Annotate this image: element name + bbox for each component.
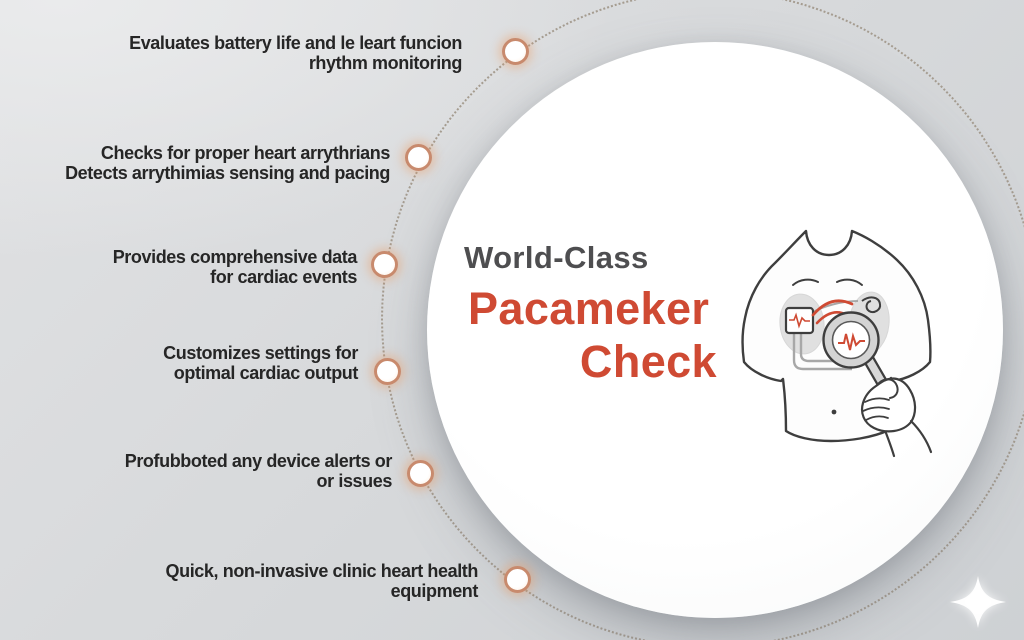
feature-text-line: Quick, non-invasive clinic heart health bbox=[165, 561, 479, 581]
feature-text-line: rhythm monitoring bbox=[308, 53, 463, 73]
feature-text-line: equipment bbox=[390, 581, 479, 601]
feature-heart-check: Checks for proper heart arrythrians Dete… bbox=[65, 143, 390, 183]
magnifier-lens bbox=[831, 320, 871, 360]
feature-text-line: Profubboted any device alerts or bbox=[124, 451, 393, 471]
feature-battery-life: Evaluates battery life and le leart func… bbox=[129, 33, 462, 73]
heartbeat-waveform-icon bbox=[838, 332, 865, 351]
hand-icon bbox=[860, 377, 917, 433]
pacemaker-device-icon bbox=[784, 306, 815, 335]
feature-text-line: Evaluates battery life and le leart func… bbox=[129, 33, 462, 53]
wrist-line bbox=[909, 419, 933, 454]
wrist-line bbox=[884, 431, 896, 458]
signal-arc-icon bbox=[811, 299, 854, 317]
page-title-line1: Pacameker bbox=[468, 283, 710, 334]
timeline-node-icon bbox=[405, 144, 432, 171]
device-wire bbox=[799, 333, 836, 363]
feature-text-line: Customizes settings for bbox=[163, 343, 358, 363]
timeline-node-icon bbox=[502, 38, 529, 65]
feature-text-line: for cardiac events bbox=[210, 267, 357, 287]
dotted-orbit-ring bbox=[381, 0, 1024, 640]
pacemaker-check-illustration bbox=[741, 229, 933, 458]
timeline-node-icon bbox=[371, 251, 398, 278]
feature-text-line: Provides comprehensive data bbox=[112, 247, 358, 267]
feature-non-invasive: Quick, non-invasive clinic heart health … bbox=[166, 561, 479, 601]
feature-device-alerts: Profubboted any device alerts or or issu… bbox=[124, 451, 393, 491]
sparkle-icon bbox=[950, 576, 1006, 628]
finger-line bbox=[865, 415, 889, 421]
timeline-node-icon bbox=[504, 566, 531, 593]
device-ecg-waveform-icon bbox=[789, 312, 810, 329]
feature-text-line: optimal cardiac output bbox=[173, 363, 359, 383]
title-eyebrow: World-Class bbox=[464, 240, 649, 275]
feature-custom-settings: Customizes settings for optimal cardiac … bbox=[163, 343, 358, 383]
feature-comprehensive-data: Provides comprehensive data for cardiac … bbox=[112, 247, 358, 287]
page-title-line2: Check bbox=[579, 336, 717, 387]
lead-coil-icon bbox=[861, 296, 882, 314]
navel-dot bbox=[831, 409, 837, 415]
finger-line bbox=[864, 397, 890, 403]
timeline-node-icon bbox=[374, 358, 401, 385]
finger-line bbox=[862, 406, 890, 412]
feature-text-line: or issues bbox=[316, 471, 393, 491]
chest-line-right bbox=[836, 278, 863, 286]
feature-text-line: Checks for proper heart arrythrians bbox=[100, 143, 391, 163]
device-wire bbox=[792, 333, 852, 371]
thumb-line bbox=[877, 378, 899, 399]
feature-text-line: Detects arrythimias sensing and pacing bbox=[65, 163, 390, 183]
chest-line-left bbox=[792, 278, 819, 286]
timeline-node-icon bbox=[407, 460, 434, 487]
